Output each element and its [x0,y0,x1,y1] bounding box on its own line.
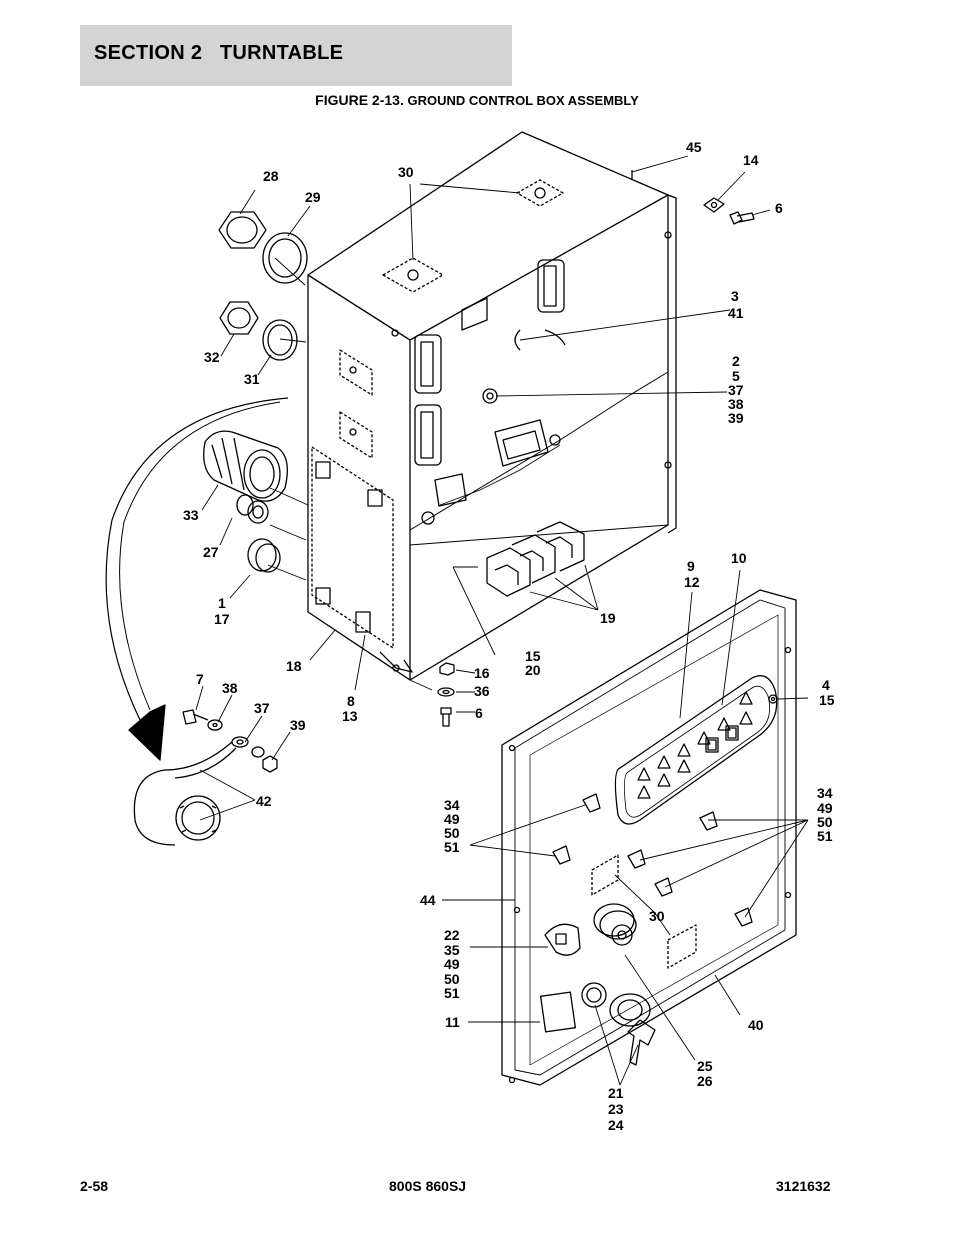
callout-10: 10 [731,550,747,566]
callout-13: 13 [342,708,358,724]
internal-connectors [414,259,566,525]
callout-23: 23 [608,1101,624,1117]
callout-38a: 38 [728,396,744,412]
callout-44: 44 [420,892,436,908]
callout-35: 35 [444,942,460,958]
callout-labels: 28 29 30 45 14 6 3 41 2 5 37 38 39 32 31… [183,139,835,1133]
callout-34a: 34 [444,797,460,813]
callout-2: 2 [732,353,740,369]
front-panel [501,589,797,1086]
callout-7: 7 [196,671,204,687]
cable-glands [203,211,308,573]
callout-6b: 6 [475,705,483,721]
callout-49a: 49 [444,811,460,827]
callout-50b: 50 [817,814,833,830]
callout-51c: 51 [444,985,460,1001]
box-hardware [437,662,455,727]
panel-leader-lines [442,569,809,1086]
callout-15a: 15 [819,692,835,708]
label-plate [539,991,577,1033]
figure-number: FIGURE 2-13. [315,92,404,108]
top-mount-pad-1 [382,257,444,293]
callout-25: 25 [697,1058,713,1074]
callout-45: 45 [686,139,702,155]
callout-39b: 39 [290,717,306,733]
callout-41: 41 [728,305,744,321]
callout-24: 24 [608,1117,624,1133]
callout-51b: 51 [817,828,833,844]
callout-36: 36 [474,683,490,699]
callout-51a: 51 [444,839,460,855]
callout-21: 21 [608,1085,624,1101]
callout-1: 1 [218,595,226,611]
callout-40: 40 [748,1017,764,1033]
callout-5: 5 [732,368,740,384]
curved-arrow [105,397,289,761]
callout-8: 8 [347,693,355,709]
callout-9: 9 [687,558,695,574]
membrane-switch-panel [614,675,778,825]
callout-42: 42 [256,793,272,809]
leader-lines [195,155,771,821]
panel-mount-pads [591,854,697,969]
callout-11: 11 [445,1014,460,1030]
callout-6a: 6 [775,200,783,216]
callout-20: 20 [525,662,541,678]
figure-caption: GROUND CONTROL BOX ASSEMBLY [407,93,639,108]
callout-17: 17 [214,611,230,627]
footer-model: 800S 860SJ [389,1178,467,1194]
callout-26: 26 [697,1073,713,1089]
callout-30b: 30 [649,908,665,924]
figure-title: FIGURE 2-13. GROUND CONTROL BOX ASSEMBLY [0,92,954,108]
footer-page-number: 2-58 [80,1178,109,1194]
callout-50c: 50 [444,971,460,987]
panel-lamps [552,793,753,927]
callout-37b: 37 [254,700,270,716]
callout-38b: 38 [222,680,238,696]
emergency-stop [593,903,637,946]
section-title: SECTION 2 TURNTABLE [94,42,344,64]
callout-4: 4 [822,677,830,693]
ground-hardware [133,709,278,846]
callout-50a: 50 [444,825,460,841]
enclosure-box [307,131,677,681]
callout-27: 27 [203,544,219,560]
top-mount-pad-2 [516,179,564,207]
relays [486,521,585,597]
callout-18: 18 [286,658,302,674]
callout-16: 16 [474,665,490,681]
callout-31: 31 [244,371,260,387]
selector-switch [544,923,581,956]
callout-33: 33 [183,507,199,523]
section-header: SECTION 2 TURNTABLE [80,25,512,86]
callout-49b: 49 [817,800,833,816]
callout-12: 12 [684,574,700,590]
callout-3: 3 [731,288,739,304]
callout-22: 22 [444,927,460,943]
footer-doc-number: 3121632 [776,1178,831,1194]
callout-28: 28 [263,168,279,184]
callout-39a: 39 [728,410,744,426]
callout-30a: 30 [398,164,414,180]
callout-49c: 49 [444,956,460,972]
callout-19: 19 [600,610,616,626]
callout-29: 29 [305,189,321,205]
callout-14: 14 [743,152,759,168]
callout-32: 32 [204,349,220,365]
side-mount-pads [311,349,394,649]
side-mount-studs [315,366,383,633]
key-switch [581,982,656,1066]
callout-37a: 37 [728,382,744,398]
callout-15b: 15 [525,648,541,664]
callout-34b: 34 [817,785,833,801]
upper-right-bracket [703,197,755,225]
